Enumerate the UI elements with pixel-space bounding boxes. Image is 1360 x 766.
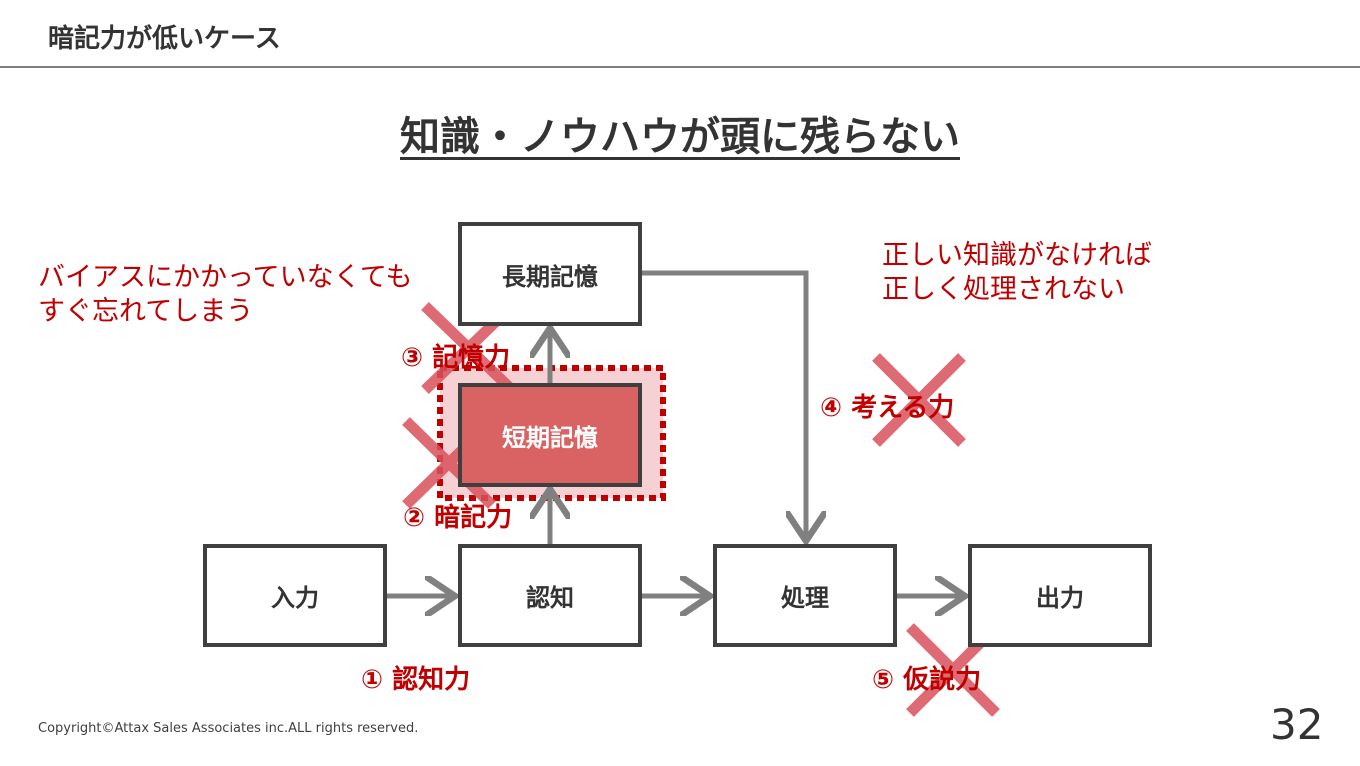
box-input: 入力 [203,544,387,647]
box-long-term-memory: 長期記憶 [458,222,642,326]
note-right-line1: 正しい知識がなければ [882,240,1152,271]
ability-hypothesis: ⑤ 仮説力 [872,665,982,695]
box-short-term-memory: 短期記憶 [458,383,642,487]
copyright-text: Copyright©Attax Sales Associates inc.ALL… [38,721,419,736]
note-left-line1: バイアスにかかっていなくても [38,262,413,293]
ability-recognition: ① 認知力 [361,665,471,695]
main-title-text: 知識・ノウハウが頭に残らない [400,114,960,160]
arrow-long-term-to-processing [642,270,806,536]
main-title: 知識・ノウハウが頭に残らない [0,104,1360,162]
ability-rote-memory: ② 暗記力 [403,503,513,533]
box-processing: 処理 [713,544,897,647]
note-right-line2: 正しく処理されない [882,274,1125,305]
ability-thinking: ④ 考える力 [820,393,955,423]
box-recognition: 認知 [458,544,642,647]
header-divider [0,66,1360,68]
page-number: 32 [1270,700,1324,749]
header-title: 暗記力が低いケース [48,24,281,54]
ability-memory: ③ 記憶力 [401,343,511,373]
note-left-line2: すぐ忘れてしまう [38,296,254,327]
box-output: 出力 [968,544,1152,647]
cross-mark-thinking [872,353,966,447]
